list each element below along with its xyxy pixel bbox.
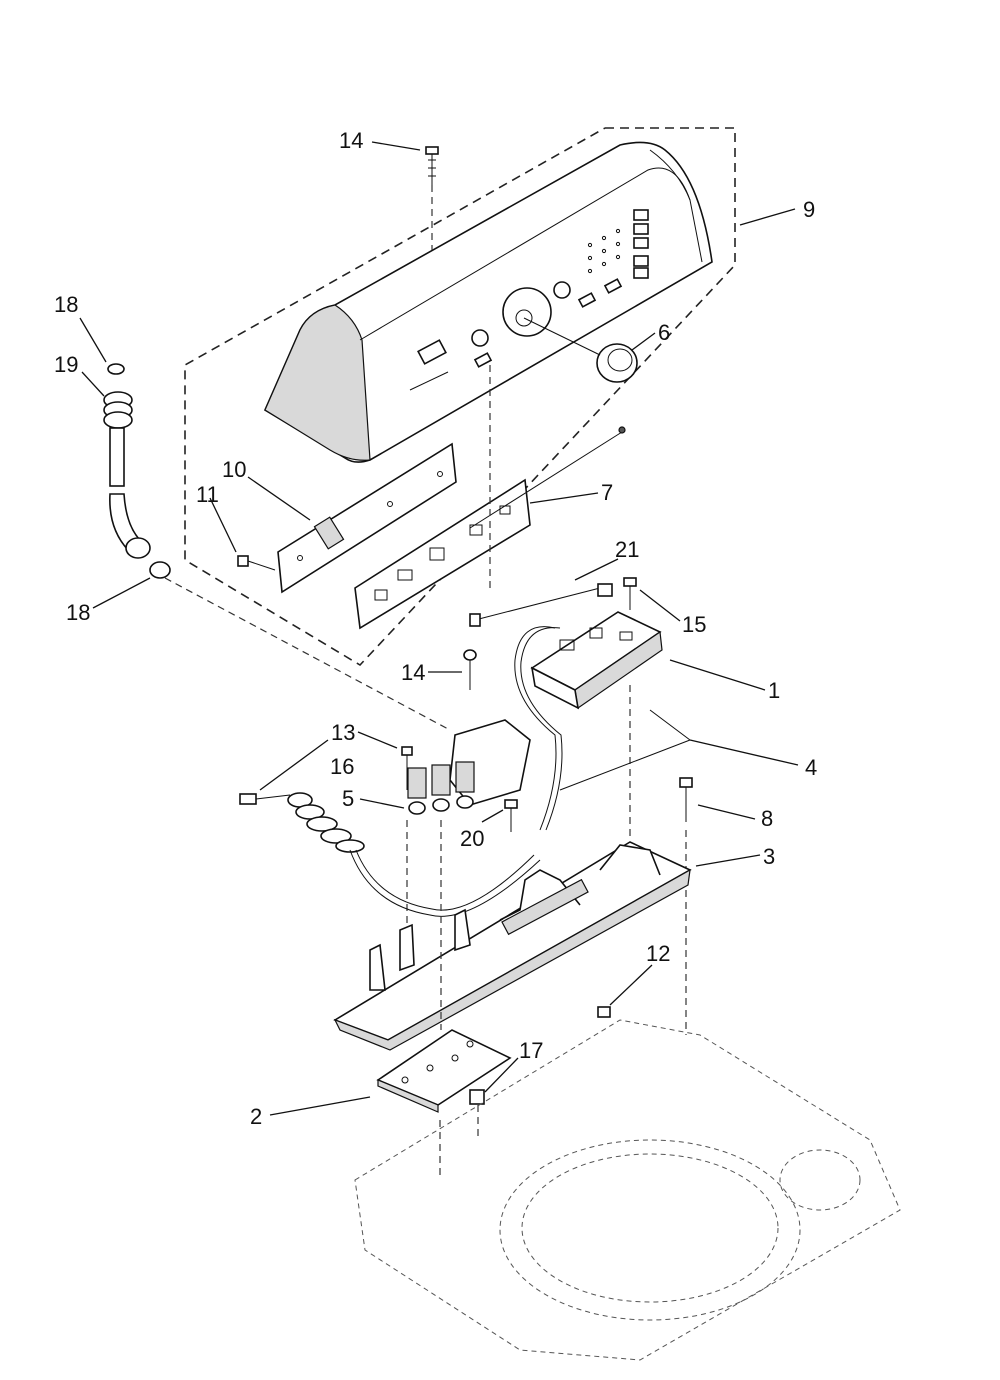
console-boundary <box>184 127 736 667</box>
callout-3: 3 <box>763 844 775 869</box>
callout-14-middle: 14 <box>401 660 425 685</box>
screw-console-top <box>425 146 439 250</box>
callout-18-top: 18 <box>54 292 78 317</box>
power-cord <box>239 792 541 917</box>
knob <box>523 317 638 383</box>
screw-mount <box>401 746 413 960</box>
clip-small <box>469 1089 485 1105</box>
callout-2: 2 <box>250 1104 262 1129</box>
callout-7: 7 <box>601 480 613 505</box>
screw-bracket <box>237 555 276 571</box>
callout-6: 6 <box>658 320 670 345</box>
callout-16: 16 <box>330 754 354 779</box>
rod <box>559 709 691 791</box>
control-board <box>469 583 663 831</box>
callout-1: 1 <box>768 678 780 703</box>
clip <box>597 1006 611 1018</box>
callout-13: 13 <box>331 720 355 745</box>
callout-9: 9 <box>803 197 815 222</box>
callout-10: 10 <box>222 457 246 482</box>
callout-labels: 14 9 18 19 6 10 11 7 18 21 15 14 1 13 16… <box>54 128 817 1129</box>
screw-valve-bottom <box>504 799 518 832</box>
screw-base <box>679 777 693 1035</box>
callout-18-bottom: 18 <box>66 600 90 625</box>
water-valve <box>407 649 531 815</box>
callout-5: 5 <box>342 786 354 811</box>
fill-hose <box>103 363 451 731</box>
callout-14-top: 14 <box>339 128 363 153</box>
console-base <box>333 841 692 1051</box>
ui-bracket <box>277 442 457 594</box>
callout-17: 17 <box>519 1038 543 1063</box>
callout-15: 15 <box>682 612 706 637</box>
callout-12: 12 <box>646 941 670 966</box>
callout-20: 20 <box>460 826 484 851</box>
leader-lines <box>79 141 799 1116</box>
callout-19: 19 <box>54 352 78 377</box>
callout-4: 4 <box>805 755 817 780</box>
ui-board <box>354 426 626 630</box>
screw-control <box>623 577 637 840</box>
callout-21: 21 <box>615 537 639 562</box>
bracket-plate <box>376 1029 512 1113</box>
callout-8: 8 <box>761 806 773 831</box>
console-panel <box>263 141 713 463</box>
callout-11: 11 <box>196 482 219 507</box>
washer-top-phantom <box>354 1019 901 1361</box>
